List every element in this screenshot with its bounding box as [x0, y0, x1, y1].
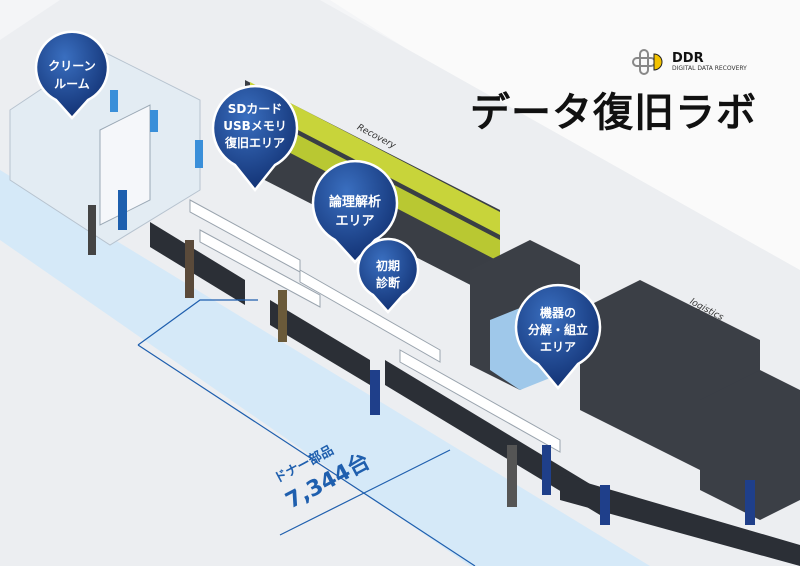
- pin-clean-room[interactable]: クリーン ルーム: [34, 30, 110, 120]
- pin-label: エリア: [335, 214, 374, 229]
- pin-logical[interactable]: 論理解析 エリア: [311, 159, 399, 264]
- pin-disassembly[interactable]: 機器の 分解・組立 エリア: [514, 283, 602, 390]
- pin-label: 診断: [376, 275, 400, 290]
- pin-label: SDカード: [228, 102, 283, 116]
- logo-subtitle: DIGITAL DATA RECOVERY: [672, 64, 747, 72]
- pin-sd-usb[interactable]: SDカード USBメモリ 復旧エリア: [211, 84, 299, 193]
- pin-initial[interactable]: 初期 診断: [356, 237, 420, 314]
- pin-label: 復旧エリア: [224, 135, 285, 150]
- pin-label: USBメモリ: [223, 119, 287, 133]
- pin-label: 機器の: [540, 305, 576, 320]
- pin-label: 初期: [376, 258, 400, 273]
- walkway: [0, 170, 650, 566]
- ddr-logo: DDR DIGITAL DATA RECOVERY: [632, 48, 747, 76]
- workstations: [189, 199, 561, 453]
- ddr-logo-icon: [632, 49, 663, 75]
- donor-callout-lines: [137, 299, 476, 566]
- pin-label: 分解・組立: [528, 322, 588, 337]
- pin-label: 論理解析: [329, 194, 381, 210]
- pin-label: クリーン: [48, 59, 95, 73]
- upper-wall: [0, 0, 800, 300]
- logo-name: DDR: [672, 50, 704, 66]
- staff-figures: [88, 205, 755, 525]
- pin-label: ルーム: [54, 77, 90, 91]
- pin-label: エリア: [540, 340, 576, 354]
- page-title: データ復旧ラボ: [470, 90, 757, 136]
